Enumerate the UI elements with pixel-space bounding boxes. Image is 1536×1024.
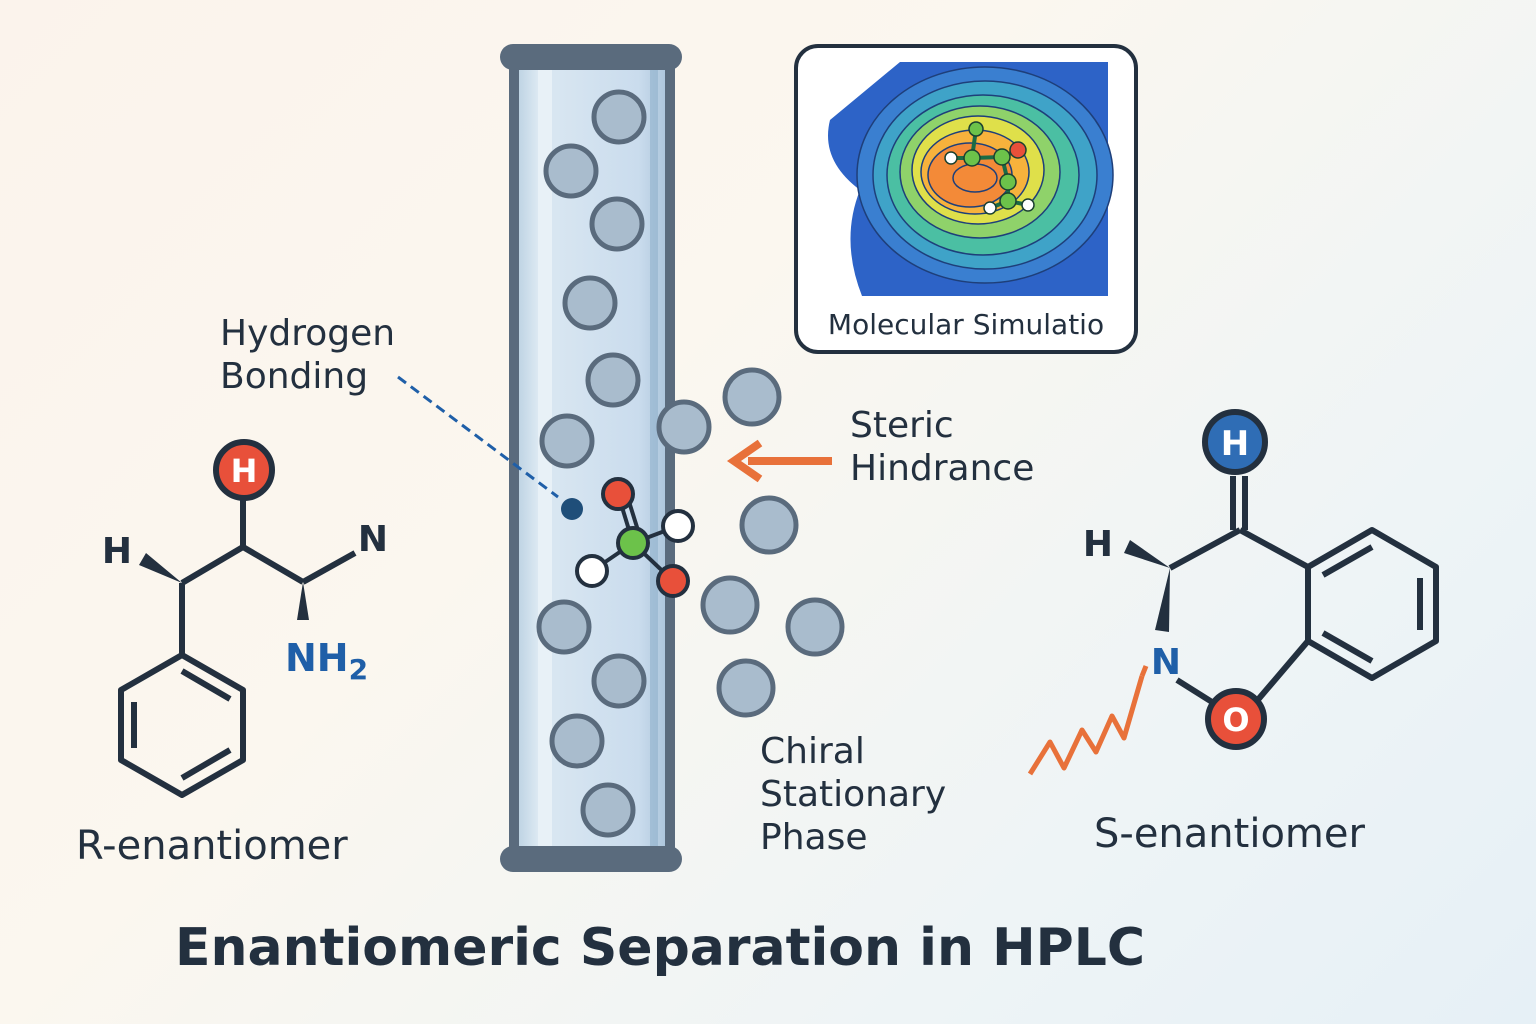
wedge-bond bbox=[297, 582, 309, 620]
bead bbox=[562, 275, 618, 331]
bead bbox=[585, 352, 641, 408]
bead bbox=[716, 658, 776, 718]
hydrogen-bond-site bbox=[561, 498, 583, 520]
diagram-title: Enantiomeric Separation in HPLC bbox=[174, 918, 1146, 978]
hydrogen-bonding-label: Hydrogen Bonding bbox=[220, 313, 396, 398]
s-left-hydrogen-symbol: H bbox=[1083, 524, 1113, 565]
wavy-bond bbox=[1027, 675, 1145, 776]
s-nitrogen-symbol: N bbox=[1151, 642, 1181, 683]
stationary-phase-beads bbox=[536, 89, 845, 838]
r-left-hydrogen-symbol: H bbox=[102, 531, 132, 572]
s-oxygen-atom bbox=[1205, 688, 1267, 750]
oxygen-atom bbox=[601, 477, 635, 511]
steric-hindrance-label: Steric Hindrance bbox=[850, 405, 1035, 490]
r-nitrogen-symbol: N bbox=[358, 519, 388, 560]
molecular-simulation-panel bbox=[794, 44, 1138, 354]
bead bbox=[543, 143, 599, 199]
r-enantiomer-label: R-enantiomer bbox=[76, 823, 348, 869]
s-hydrogen-symbol: H bbox=[1221, 424, 1249, 464]
bead bbox=[591, 89, 647, 145]
hydrogen-atom bbox=[575, 554, 609, 588]
wedge-bond bbox=[139, 553, 182, 583]
steric-hindrance-arrow bbox=[726, 439, 832, 483]
bead bbox=[589, 196, 645, 252]
hydrogen-atom bbox=[661, 509, 695, 543]
bead bbox=[549, 713, 605, 769]
bead bbox=[536, 599, 592, 655]
oxygen-atom bbox=[656, 564, 690, 598]
column-bottom-cap bbox=[500, 846, 682, 872]
bead bbox=[656, 399, 712, 455]
bead bbox=[580, 782, 636, 838]
wedge-bond bbox=[1155, 568, 1170, 632]
r-hydrogen-atom bbox=[213, 439, 275, 501]
s-enantiomer-structure bbox=[1027, 476, 1439, 776]
chiral-stationary-phase-label: Chiral Stationary Phase bbox=[760, 731, 947, 859]
hydrogen-bond-indicator bbox=[397, 375, 559, 499]
s-hydrogen-atom bbox=[1202, 409, 1268, 475]
bead bbox=[700, 575, 760, 635]
bead bbox=[785, 597, 845, 657]
s-oxygen-symbol: O bbox=[1222, 701, 1249, 739]
r-hydrogen-symbol: H bbox=[231, 452, 258, 490]
bead bbox=[591, 653, 647, 709]
bead bbox=[539, 413, 595, 469]
analyte-molecule bbox=[575, 477, 695, 598]
r-enantiomer-structure bbox=[118, 498, 357, 798]
r-amine-group: NH2 bbox=[285, 636, 368, 686]
column-top-cap bbox=[500, 44, 682, 70]
molecular-simulation-caption: Molecular Simulatio bbox=[827, 308, 1105, 341]
wedge-bond bbox=[1124, 540, 1170, 568]
bead bbox=[722, 367, 782, 427]
s-enantiomer-label: S-enantiomer bbox=[1094, 811, 1365, 857]
carbon-atom bbox=[616, 526, 650, 560]
bead bbox=[739, 495, 799, 555]
